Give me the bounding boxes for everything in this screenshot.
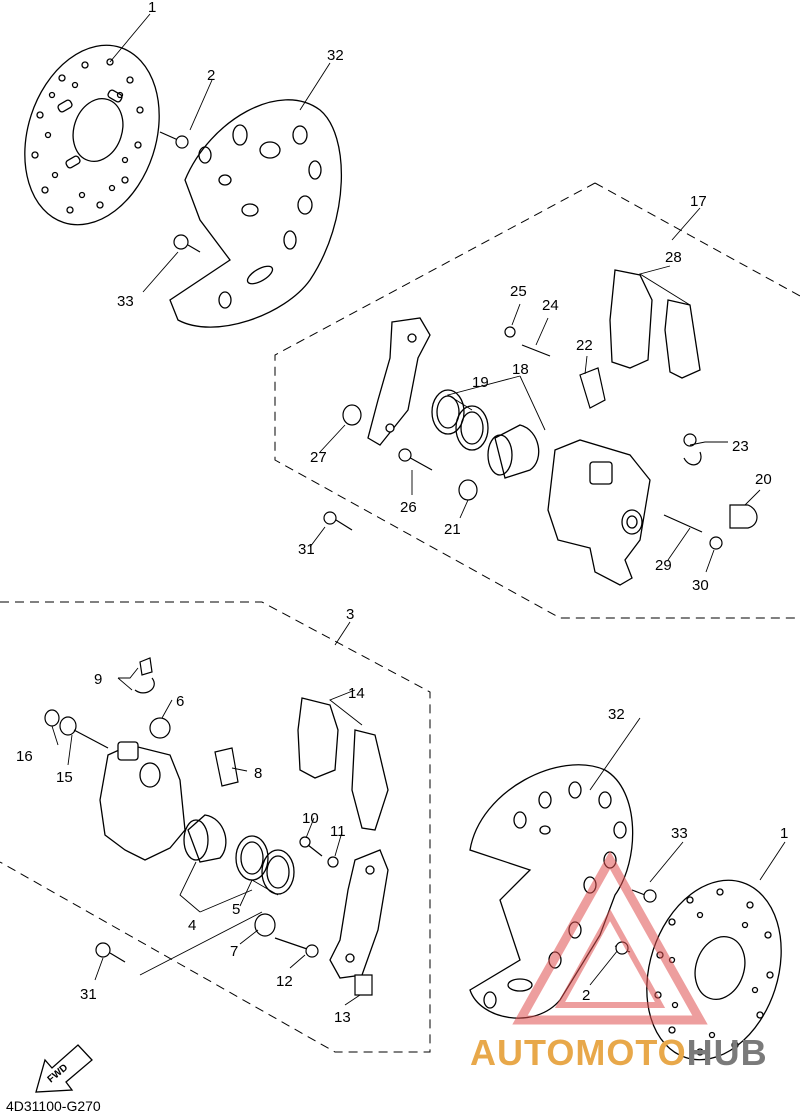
callout-16: 16 bbox=[16, 748, 33, 765]
callout-22: 22 bbox=[576, 337, 593, 354]
callout-32-top: 32 bbox=[327, 47, 344, 64]
callout-31-bottom: 31 bbox=[80, 986, 97, 1003]
callout-10: 10 bbox=[302, 810, 319, 827]
watermark-part2: HUB bbox=[686, 1032, 768, 1073]
callout-8: 8 bbox=[254, 765, 262, 782]
bolt-33-top bbox=[173, 234, 201, 253]
small-parts-bottom bbox=[44, 657, 373, 996]
callout-2-top: 2 bbox=[207, 67, 215, 84]
leader-lines-top bbox=[109, 13, 761, 573]
callout-33-bottom: 33 bbox=[671, 825, 688, 842]
callout-7: 7 bbox=[230, 943, 238, 960]
brake-disc-top bbox=[24, 44, 160, 226]
callout-3: 3 bbox=[346, 606, 354, 623]
bolts-bottom-right bbox=[614, 889, 657, 955]
callout-labels: 1 2 32 33 17 28 25 24 22 18 19 23 27 20 … bbox=[16, 0, 788, 1026]
brake-pads-14 bbox=[297, 697, 389, 831]
caliper-body-top bbox=[547, 439, 651, 586]
callout-4: 4 bbox=[188, 917, 196, 934]
callout-6: 6 bbox=[176, 693, 184, 710]
bolt-2-top bbox=[159, 131, 189, 149]
callout-27: 27 bbox=[310, 449, 327, 466]
watermark-logo bbox=[512, 850, 708, 1025]
callout-29: 29 bbox=[655, 557, 672, 574]
callout-30: 30 bbox=[692, 577, 709, 594]
callout-9: 9 bbox=[94, 671, 102, 688]
callout-15: 15 bbox=[56, 769, 73, 786]
brake-pads-28 bbox=[609, 269, 701, 379]
callout-12: 12 bbox=[276, 973, 293, 990]
fwd-arrow-icon bbox=[35, 1044, 93, 1093]
callout-1-top: 1 bbox=[148, 0, 156, 16]
watermark-part1: AUTOMOTO bbox=[470, 1032, 687, 1073]
callout-18: 18 bbox=[512, 361, 529, 378]
caliper-body-bottom bbox=[99, 741, 186, 861]
caliper-bracket-top bbox=[367, 317, 431, 446]
callout-28: 28 bbox=[665, 249, 682, 266]
callout-21: 21 bbox=[444, 521, 461, 538]
group-outline-3 bbox=[0, 601, 431, 1053]
group-outline-17 bbox=[274, 182, 800, 619]
brake-disc-bottom bbox=[646, 879, 782, 1061]
piston-18-seals-19 bbox=[431, 389, 540, 479]
diagram-code: 4D31100-G270 bbox=[6, 1098, 101, 1114]
caliper-bracket-bottom bbox=[329, 849, 389, 979]
callout-11: 11 bbox=[330, 823, 346, 840]
callout-25: 25 bbox=[510, 283, 527, 300]
callout-5: 5 bbox=[232, 901, 240, 918]
callout-14: 14 bbox=[348, 685, 365, 702]
disc-cover-bottom bbox=[469, 764, 634, 1019]
callout-31-top: 31 bbox=[298, 541, 315, 558]
callout-1-bottom: 1 bbox=[780, 825, 788, 842]
callout-24: 24 bbox=[542, 297, 559, 314]
pistons-4-seals-5 bbox=[183, 814, 295, 895]
callout-26: 26 bbox=[400, 499, 417, 516]
callout-19: 19 bbox=[472, 374, 489, 391]
watermark-text: AUTOMOTOHUB bbox=[470, 1032, 768, 1074]
callout-33-top: 33 bbox=[117, 293, 134, 310]
callout-2-bottom: 2 bbox=[582, 987, 590, 1004]
callout-13: 13 bbox=[334, 1009, 351, 1026]
callout-23: 23 bbox=[732, 438, 749, 455]
leader-lines-bottom bbox=[51, 621, 786, 1006]
callout-17: 17 bbox=[690, 193, 707, 210]
callout-20: 20 bbox=[755, 471, 772, 488]
callout-32-bottom: 32 bbox=[608, 706, 625, 723]
disc-cover-top bbox=[169, 99, 343, 328]
